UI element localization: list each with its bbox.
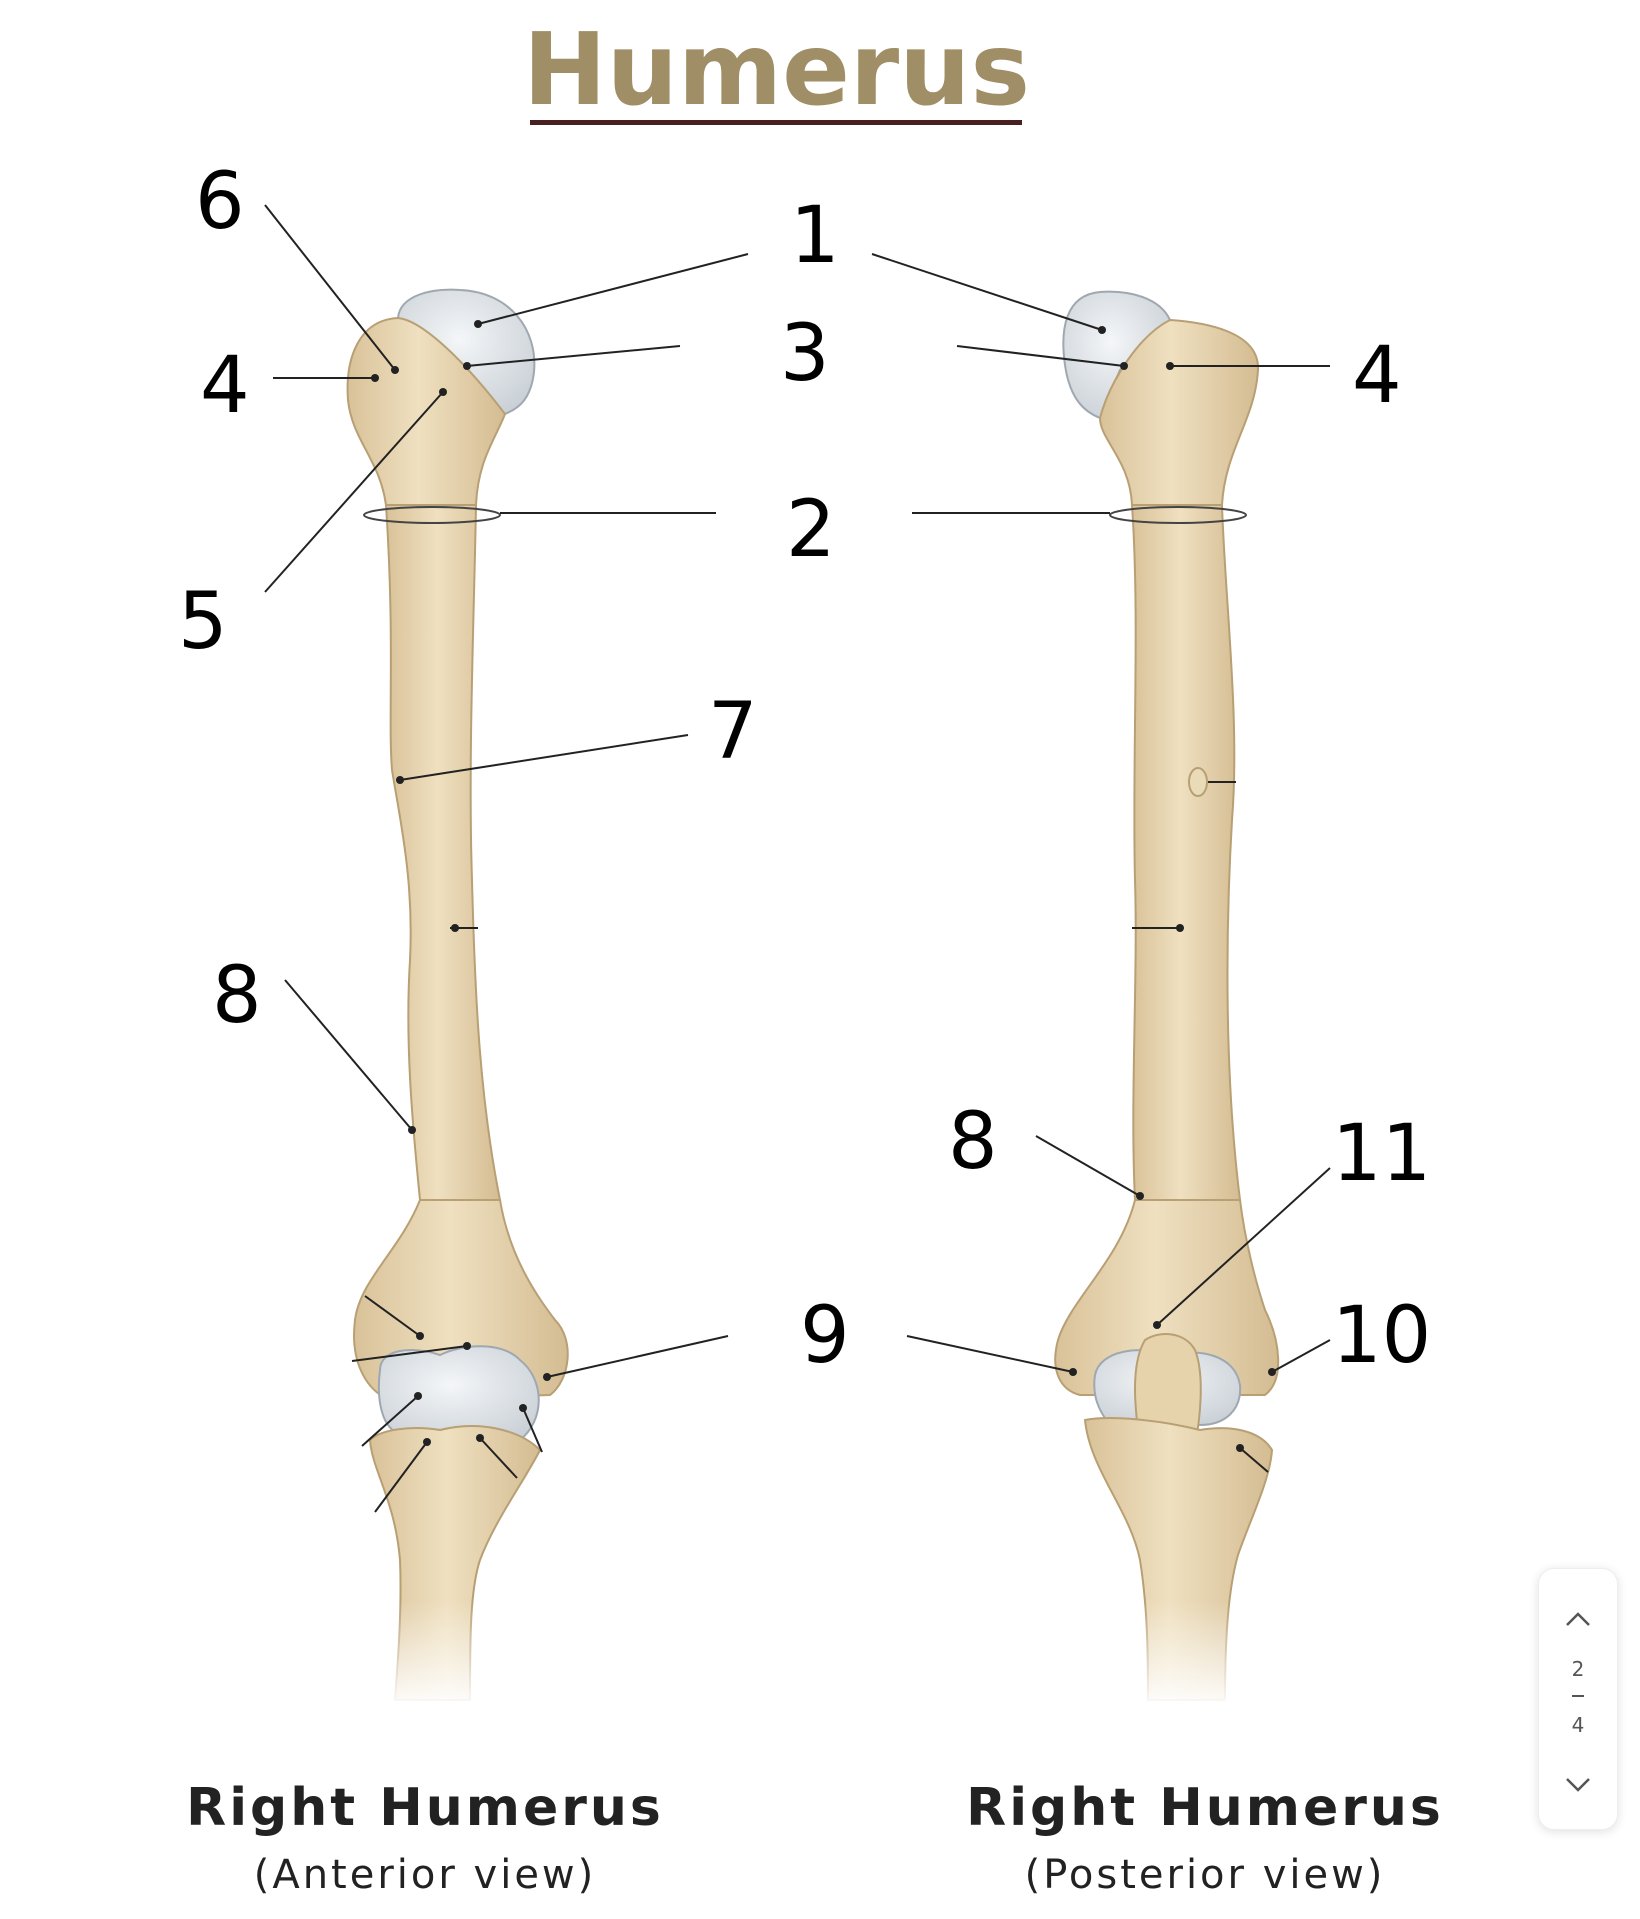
chevron-up-icon: [1566, 1612, 1590, 1626]
previous-page-button[interactable]: [1539, 1589, 1617, 1649]
posterior-nutrient-foramen: [1188, 767, 1208, 797]
current-page-number: 2: [1571, 1657, 1585, 1681]
label-anterior-4: 4: [200, 341, 250, 431]
chevron-down-icon: [1566, 1778, 1590, 1792]
anterior-caption-title: Right Humerus: [186, 1778, 664, 1838]
posterior-leader-dots: [1069, 326, 1276, 1452]
next-page-button[interactable]: [1539, 1755, 1617, 1815]
label-posterior-4: 4: [1352, 331, 1402, 421]
anterior-leader-lines: [264, 204, 749, 1513]
page-separator: [1572, 1695, 1584, 1697]
label-center-7: 7: [708, 687, 758, 777]
label-posterior-11: 11: [1332, 1109, 1431, 1199]
label-posterior-8: 8: [948, 1097, 998, 1187]
label-center-9: 9: [800, 1291, 850, 1381]
page-title: Humerus: [523, 11, 1030, 128]
label-center-3: 3: [780, 309, 830, 399]
posterior-surgical-neck-ring: [1109, 506, 1247, 524]
label-anterior-8: 8: [212, 951, 262, 1041]
label-center-1: 1: [790, 191, 840, 281]
anterior-caption-subtitle: (Anterior view): [253, 1852, 597, 1898]
anterior-leader-dots: [371, 320, 551, 1446]
posterior-caption-title: Right Humerus: [966, 1778, 1444, 1838]
posterior-caption-subtitle: (Posterior view): [1024, 1852, 1386, 1898]
posterior-humeral-head: [1062, 290, 1172, 420]
title-underline: [530, 120, 1022, 125]
label-anterior-6: 6: [195, 157, 245, 247]
anterior-shaft: [384, 504, 502, 1201]
posterior-leader-lines: [871, 253, 1331, 1473]
page-navigator: 2 4: [1538, 1568, 1618, 1830]
anterior-humeral-head: [396, 288, 536, 416]
label-center-2: 2: [786, 485, 836, 575]
label-posterior-10: 10: [1332, 1291, 1431, 1381]
label-anterior-5: 5: [178, 577, 228, 667]
anterior-humerus: [346, 288, 569, 1710]
posterior-humerus: [1054, 290, 1300, 1710]
anterior-surgical-neck-ring: [363, 506, 501, 524]
posterior-olecranon: [1134, 1333, 1202, 1446]
posterior-shaft: [1130, 504, 1242, 1201]
total-page-count: 4: [1571, 1713, 1585, 1737]
